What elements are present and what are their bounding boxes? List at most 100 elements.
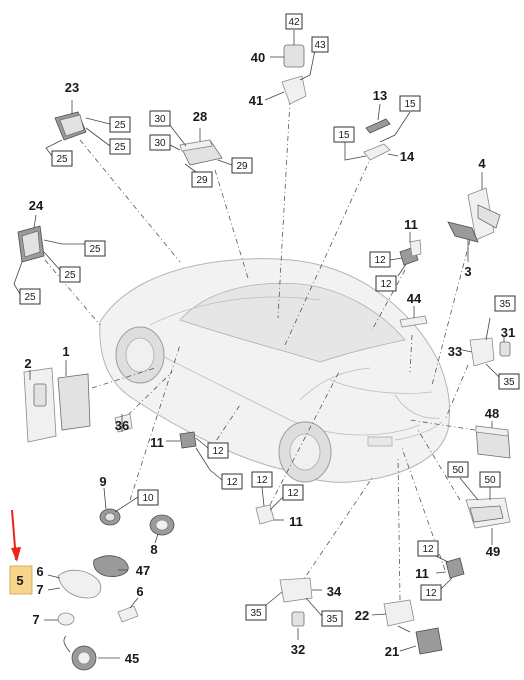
- label-6a: 6: [36, 564, 43, 579]
- label-13: 13: [373, 88, 387, 103]
- label-box-29a: [231, 157, 253, 174]
- label-12a: 12: [374, 255, 386, 266]
- part-group-48: [475, 421, 511, 459]
- label-box-30b: [149, 134, 171, 151]
- label-box-35d: [321, 610, 343, 627]
- label-box-25c: [51, 150, 73, 167]
- label-box-35b: [498, 373, 520, 390]
- label-30b: 30: [154, 138, 166, 149]
- label-45: 45: [125, 651, 139, 666]
- label-box-25a: [109, 116, 131, 133]
- label-15a: 15: [404, 99, 416, 110]
- label-25d: 25: [89, 244, 101, 255]
- label-12f: 12: [287, 488, 299, 499]
- part-group-1-2: [23, 360, 91, 443]
- label-box-25d: [84, 240, 106, 257]
- label-box-25f: [19, 288, 41, 305]
- label-47: 47: [136, 563, 150, 578]
- part-group-49-50: [459, 477, 511, 545]
- label-33: 33: [448, 344, 462, 359]
- label-49: 49: [486, 544, 500, 559]
- label-8: 8: [150, 542, 157, 557]
- part-group-31-33: [461, 317, 511, 379]
- part-group-32-34: [265, 577, 323, 640]
- label-box-12e: [251, 471, 273, 488]
- label-box-12f: [282, 484, 304, 501]
- part-group-44: [399, 306, 428, 328]
- label-box-42: [285, 13, 303, 30]
- label-12e: 12: [256, 475, 268, 486]
- part-group-11-12-lower: [255, 486, 284, 525]
- red-arrow-head: [11, 547, 21, 562]
- label-box-35a: [494, 295, 516, 312]
- label-30a: 30: [154, 114, 166, 125]
- car-illustration: [99, 258, 451, 483]
- label-29a: 29: [236, 161, 248, 172]
- label-21: 21: [385, 644, 399, 659]
- part-group-24: [13, 214, 85, 295]
- label-box-25e: [59, 266, 81, 283]
- highlight-box-5: [9, 565, 33, 595]
- label-4: 4: [478, 156, 486, 171]
- label-10: 10: [142, 493, 154, 504]
- label-22: 22: [355, 608, 369, 623]
- label-box-12h: [420, 584, 442, 601]
- label-1: 1: [62, 344, 69, 359]
- label-11d: 11: [415, 566, 429, 581]
- label-7b: 7: [32, 612, 39, 627]
- label-box-12c: [207, 442, 229, 459]
- label-7a: 7: [36, 582, 43, 597]
- part-group-36: [114, 413, 133, 433]
- label-32: 32: [291, 642, 305, 657]
- part-group-23: [45, 100, 111, 157]
- label-31: 31: [501, 325, 515, 340]
- label-42: 42: [288, 17, 300, 28]
- label-25c: 25: [56, 154, 68, 165]
- part-group-21-22: [371, 599, 443, 655]
- part-group-3-4: [447, 172, 501, 262]
- label-50b: 50: [484, 475, 496, 486]
- label-box-50b: [479, 471, 501, 488]
- label-5: 5: [16, 573, 23, 588]
- label-41: 41: [249, 93, 263, 108]
- label-14: 14: [400, 149, 415, 164]
- label-3: 3: [464, 264, 471, 279]
- label-12d: 12: [226, 477, 238, 488]
- label-11a: 11: [404, 217, 418, 232]
- label-35a: 35: [499, 299, 511, 310]
- label-2: 2: [24, 356, 31, 371]
- part-group-40-43: [264, 30, 316, 105]
- label-44: 44: [407, 291, 422, 306]
- label-28: 28: [193, 109, 207, 124]
- label-12h: 12: [425, 588, 437, 599]
- car-leader-lines: [44, 99, 476, 601]
- label-12g: 12: [422, 544, 434, 555]
- label-12b: 12: [380, 279, 392, 290]
- label-35c: 35: [250, 608, 262, 619]
- label-43: 43: [314, 40, 326, 51]
- label-11c: 11: [289, 514, 303, 529]
- label-box-12g: [417, 540, 439, 557]
- part-group-11-12-upper: [389, 232, 422, 277]
- label-25e: 25: [64, 270, 76, 281]
- label-25b: 25: [114, 142, 126, 153]
- label-box-30a: [149, 110, 171, 127]
- label-box-15b: [333, 126, 355, 143]
- label-box-43: [311, 36, 329, 53]
- label-23: 23: [65, 80, 79, 95]
- label-40: 40: [251, 50, 265, 65]
- part-group-8-9-10: [99, 487, 175, 544]
- label-box-12d: [221, 473, 243, 490]
- part-group-5-6-7: [9, 509, 139, 671]
- label-36: 36: [115, 418, 129, 433]
- label-11b: 11: [150, 435, 164, 450]
- label-12c: 12: [212, 446, 224, 457]
- part-group-13-14: [344, 103, 411, 161]
- label-box-15a: [399, 95, 421, 112]
- label-box-10: [137, 489, 159, 506]
- label-box-50a: [447, 461, 469, 478]
- part-group-11-12-right: [435, 555, 465, 591]
- label-9: 9: [99, 474, 106, 489]
- label-25a: 25: [114, 120, 126, 131]
